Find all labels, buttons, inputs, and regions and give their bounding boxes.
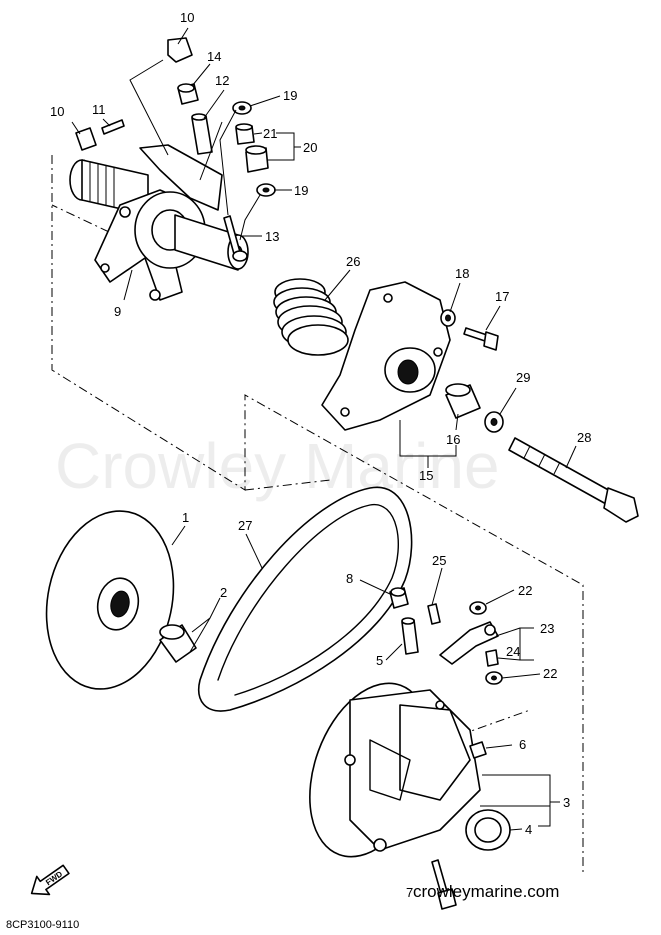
part-28-long-bolt [508,437,639,523]
callout-10: 10 [50,104,64,119]
part-23-weight [439,621,499,665]
part-8-nut [389,587,409,609]
part-24-pin [485,649,499,667]
callout-26: 26 [346,254,360,269]
callout-13: 13 [265,229,279,244]
callout-25: 25 [432,553,446,568]
callout-7: 7 [406,885,413,900]
callout-18: 18 [455,266,469,281]
callout-3: 3 [563,795,570,810]
part-6-screw [469,741,487,759]
callout-19: 19 [294,183,308,198]
part-25-pin [427,603,441,625]
callout-5: 5 [376,653,383,668]
leader-lines [71,27,577,831]
callout-10: 10 [180,10,194,25]
callout-15: 15 [419,468,433,483]
part-12-sleeve [191,113,213,155]
callout-21: 21 [263,126,277,141]
callout-20: 20 [303,140,317,155]
callout-28: 28 [577,430,591,445]
part-14-nut [177,83,199,105]
part-16-bushing [445,383,481,419]
callout-29: 29 [516,370,530,385]
callout-6: 6 [519,737,526,752]
callout-1: 1 [182,510,189,525]
part-29-washer [484,411,504,433]
part-3-movable-sheave [309,682,481,858]
site-url: crowleymarine.com [413,882,559,901]
part-15-cover [321,281,451,431]
callout-23: 23 [540,621,554,636]
part-7-bolt [431,859,457,910]
callout-2: 2 [220,585,227,600]
part-17-bolt [463,327,499,351]
part-5-sleeve [401,617,419,655]
part-11-pin [101,119,125,135]
part-10-clip [75,37,193,151]
callout-9: 9 [114,304,121,319]
part-4-bushing [465,809,511,851]
callout-24: 24 [506,644,520,659]
part-13-bolt [223,215,248,262]
part-20-roller [245,145,269,173]
part-26-spring [273,278,349,356]
callout-22: 22 [543,666,557,681]
part-18-washer [440,309,456,327]
callout-16: 16 [446,432,460,447]
part-27-belt [198,486,413,712]
part-21-bushing [235,123,255,145]
diagram-code: 8CP3100-9110 [6,919,79,931]
callout-11: 11 [92,102,106,117]
callout-17: 17 [495,289,509,304]
part-1-fixed-sheave [45,510,175,690]
callout-14: 14 [207,49,221,64]
callout-8: 8 [346,571,353,586]
watermark: Crowley Marine [55,430,500,502]
callout-22: 22 [518,583,532,598]
callout-19: 19 [283,88,297,103]
part-9-drive-sheave [69,144,249,301]
forward-arrow: FWD [30,864,70,896]
callout-27: 27 [238,518,252,533]
part-2-bushing [159,624,197,663]
callout-12: 12 [215,73,229,88]
callout-4: 4 [525,822,532,837]
callouts: 10 14 12 19 10 11 21 20 19 13 9 26 18 17… [50,10,591,900]
